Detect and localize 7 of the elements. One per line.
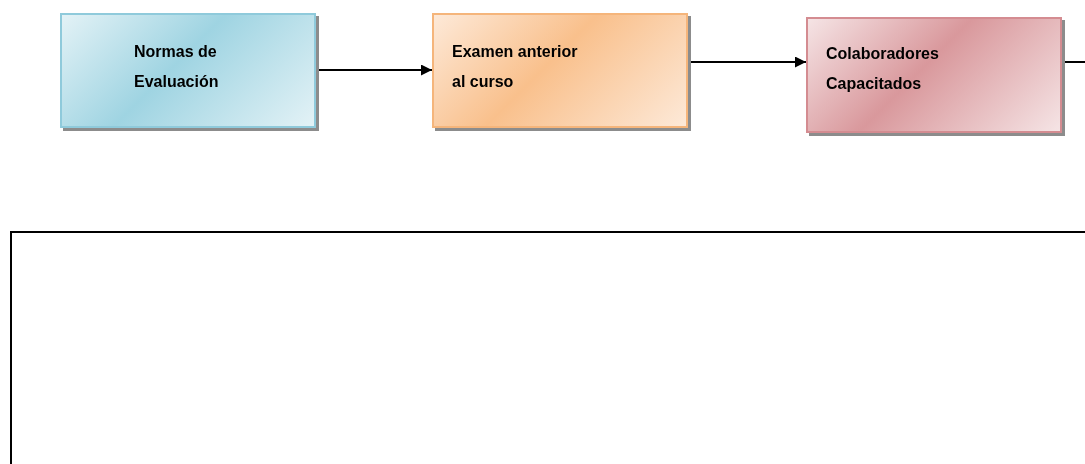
box-label: Colaboradores Capacitados: [826, 44, 940, 94]
process-box: [60, 13, 316, 128]
process-box: [806, 17, 1062, 133]
frame-box: [10, 231, 1085, 464]
box-label: Normas de Evaluación: [134, 42, 220, 92]
process-box: [432, 13, 688, 128]
box-label: Examen anterior al curso: [452, 42, 579, 92]
